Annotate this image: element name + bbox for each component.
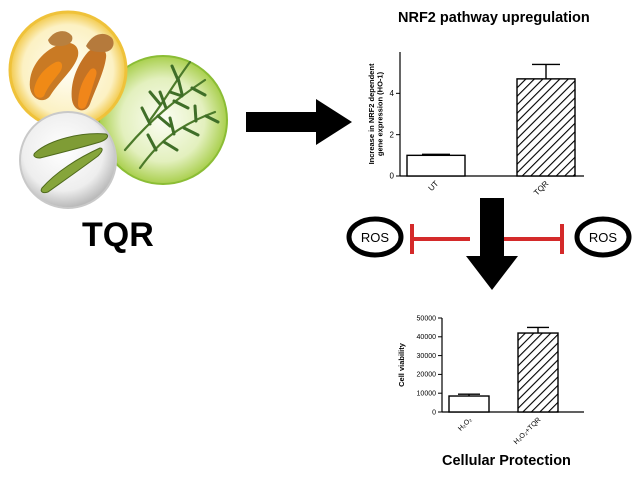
category-label-0: H₂O₂	[457, 416, 473, 432]
y-tick-label: 4	[390, 89, 395, 98]
y-tick-label: 20000	[417, 372, 437, 379]
ros-right-label: ROS	[589, 230, 618, 245]
nrf2-title: NRF2 pathway upregulation	[398, 10, 590, 26]
down-arrow-icon	[466, 198, 518, 290]
y-axis-label: Increase in NRF2 dependentgene expressio…	[367, 63, 385, 164]
category-label-1: TQR	[532, 179, 550, 197]
nrf2-expression-chart: 0 2 4 Increase in NRF2 dependentgene expres…	[367, 52, 584, 197]
ros-left-label: ROS	[361, 230, 390, 245]
inhibit-right-icon	[504, 224, 564, 254]
turmeric-icon	[8, 10, 128, 130]
y-tick-label: 30000	[417, 353, 437, 360]
ros-inhibition: ROS ROS	[346, 216, 632, 258]
right-arrow-icon	[246, 99, 352, 145]
y-tick-label: 40000	[417, 334, 437, 341]
quinoa-pod-icon	[19, 111, 117, 209]
ros-left-ellipse	[346, 216, 404, 258]
y-tick-label: 10000	[417, 391, 437, 398]
bar-1	[516, 78, 576, 177]
inhibit-left-icon	[410, 224, 470, 254]
bar-0	[448, 395, 490, 413]
bar-1	[517, 332, 559, 413]
ros-right-ellipse	[574, 216, 632, 258]
y-tick-label: 2	[390, 130, 395, 139]
rosemary-icon	[98, 55, 228, 185]
y-tick-label: 50000	[417, 315, 437, 322]
y-tick-label: 0	[390, 172, 395, 181]
ingredients-illustration	[8, 10, 228, 209]
category-label-1: H₂O₂+TQR	[513, 416, 543, 446]
y-tick-label: 0	[432, 409, 436, 416]
tqr-label: TQR	[82, 216, 154, 254]
y-axis-label: Cell viability	[397, 342, 406, 387]
bar-0	[406, 154, 466, 177]
cellular-protection-title: Cellular Protection	[442, 453, 571, 469]
category-label-0: UT	[427, 179, 441, 193]
